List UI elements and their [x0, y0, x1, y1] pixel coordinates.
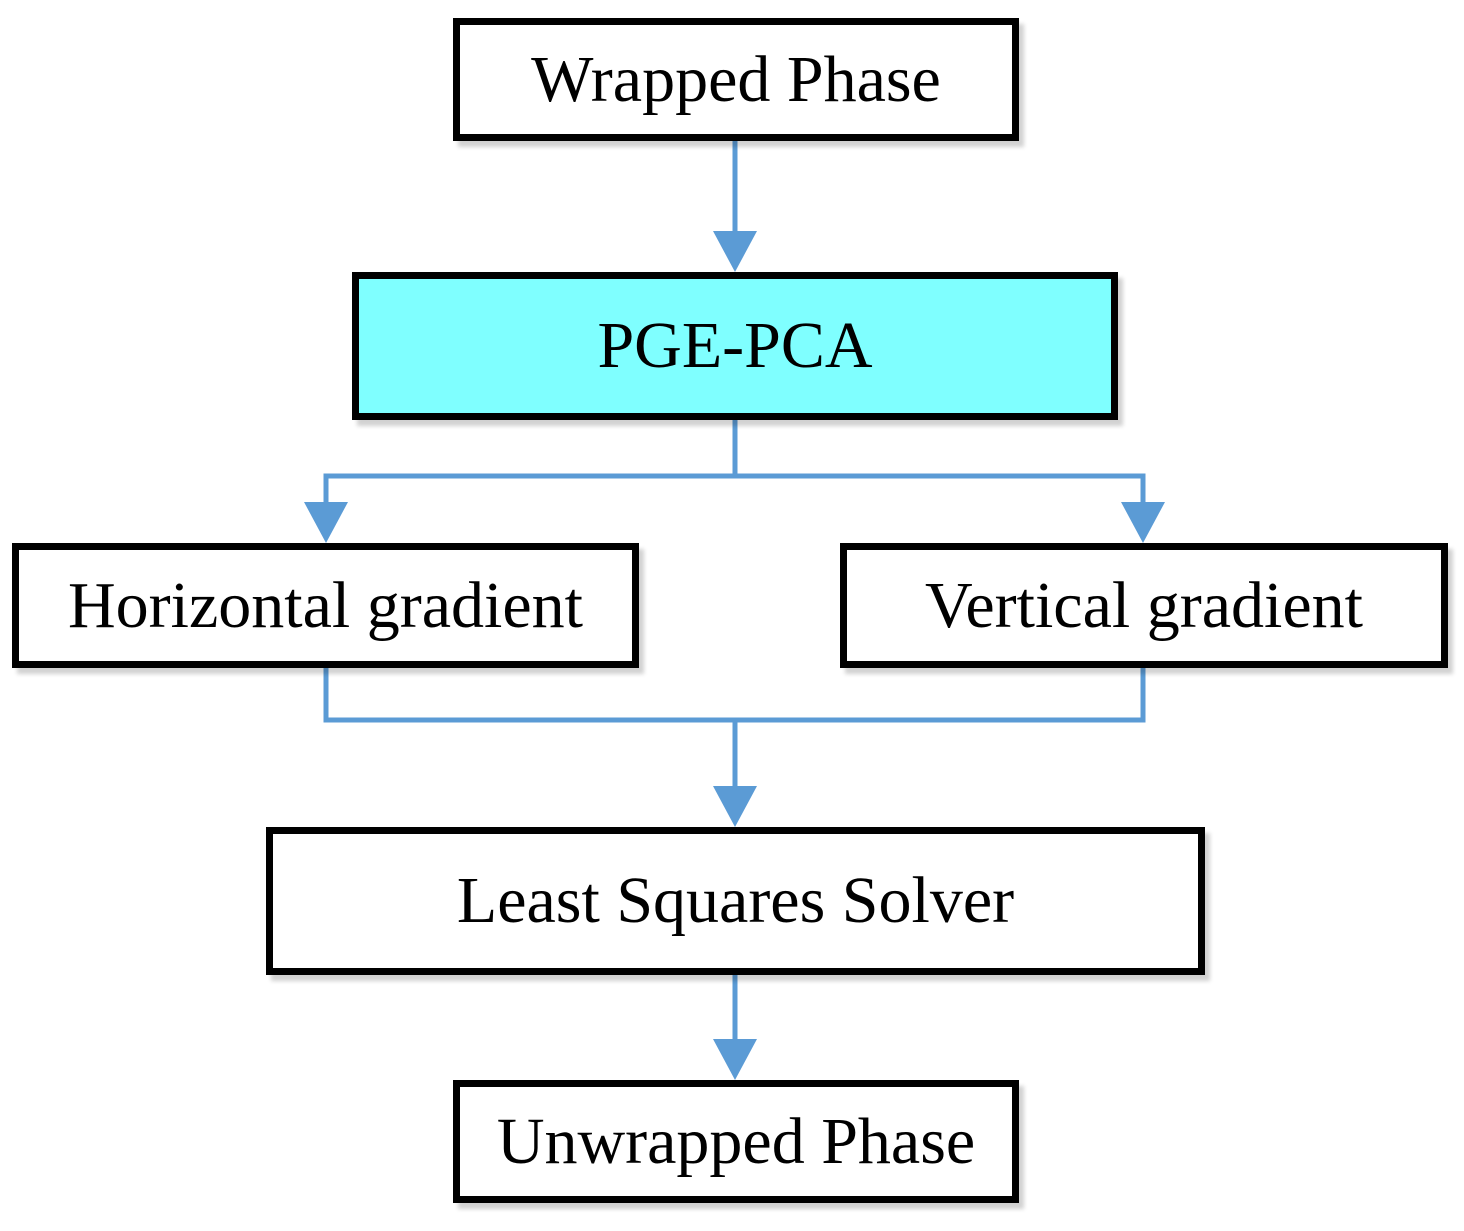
node-label: Wrapped Phase [531, 42, 941, 116]
arrowhead-unwrapped [713, 1039, 757, 1080]
node-unwrapped-phase: Unwrapped Phase [453, 1080, 1019, 1203]
edge-pgepca-to-horizontal [323, 473, 735, 508]
node-vertical-gradient: Vertical gradient [840, 543, 1448, 668]
node-wrapped-phase: Wrapped Phase [453, 18, 1019, 141]
arrowhead-pgepca [713, 231, 757, 272]
node-label: PGE-PCA [597, 309, 873, 382]
edge-pgepca-to-vertical [735, 473, 1146, 508]
node-label: Unwrapped Phase [496, 1104, 976, 1178]
node-horizontal-gradient: Horizontal gradient [12, 543, 639, 668]
arrowhead-horizontal [304, 502, 348, 543]
node-least-squares-solver: Least Squares Solver [266, 827, 1205, 975]
node-pge-pca: PGE-PCA [352, 272, 1118, 420]
node-label: Least Squares Solver [456, 864, 1015, 937]
arrowhead-vertical [1121, 502, 1165, 543]
node-label: Vertical gradient [925, 568, 1363, 642]
node-label: Horizontal gradient [68, 568, 583, 642]
edge-horizontal-to-merge [323, 668, 735, 723]
edge-vertical-to-merge [735, 668, 1146, 723]
arrowhead-solver [713, 786, 757, 827]
